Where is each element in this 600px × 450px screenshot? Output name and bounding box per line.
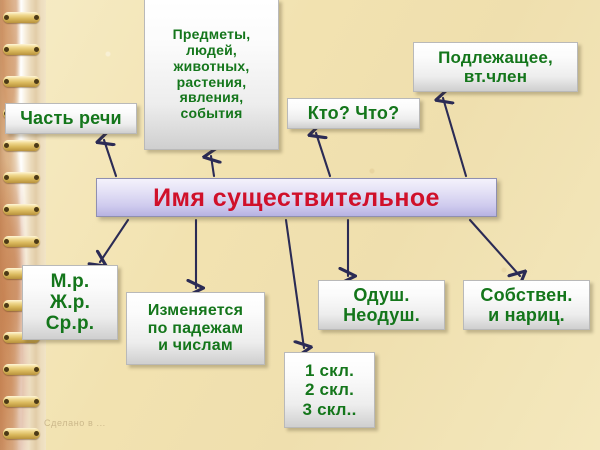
- binding-ring: [3, 76, 40, 87]
- binding-ring: [3, 236, 40, 247]
- arrow-to-sklonenie: [284, 218, 304, 348]
- node-sobstven-i-naric[interactable]: Собствен. и нариц.: [463, 280, 590, 330]
- node-center-imya-sushchestvitelnoe[interactable]: Имя существительное: [96, 178, 497, 217]
- node-odush-neodush[interactable]: Одуш. Неодуш.: [318, 280, 445, 330]
- arrow-to-predmety: [211, 156, 214, 178]
- binding-ring: [3, 44, 40, 55]
- arrow-to-kto-chto: [316, 133, 332, 178]
- node-sklonenie[interactable]: 1 скл. 2 скл. 3 скл..: [284, 352, 375, 428]
- binding-ring: [3, 428, 40, 439]
- binding-ring: [3, 12, 40, 23]
- arrow-to-chast-rechi: [104, 140, 118, 178]
- node-podlezhashchee[interactable]: Подлежащее, вт.член: [413, 42, 578, 92]
- arrow-to-podlezhashchee: [443, 98, 468, 178]
- binding-ring: [3, 140, 40, 151]
- spiral-notebook-binding: [0, 0, 46, 450]
- node-kto-chto[interactable]: Кто? Что?: [287, 98, 420, 129]
- arrow-to-rod: [100, 218, 130, 262]
- watermark-text: Сделано в ...: [44, 418, 106, 428]
- arrow-to-sobstven: [468, 218, 520, 276]
- binding-ring: [3, 396, 40, 407]
- binding-ring: [3, 364, 40, 375]
- node-rod[interactable]: М.р. Ж.р. Ср.р.: [22, 265, 118, 340]
- node-predmety[interactable]: Предметы, людей, животных, растения, явл…: [144, 0, 279, 150]
- binding-ring: [3, 172, 40, 183]
- node-izmenyaetsya[interactable]: Изменяется по падежам и числам: [126, 292, 265, 365]
- node-chast-rechi[interactable]: Часть речи: [5, 103, 137, 134]
- paper-edge-texture: [0, 0, 46, 450]
- binding-ring: [3, 204, 40, 215]
